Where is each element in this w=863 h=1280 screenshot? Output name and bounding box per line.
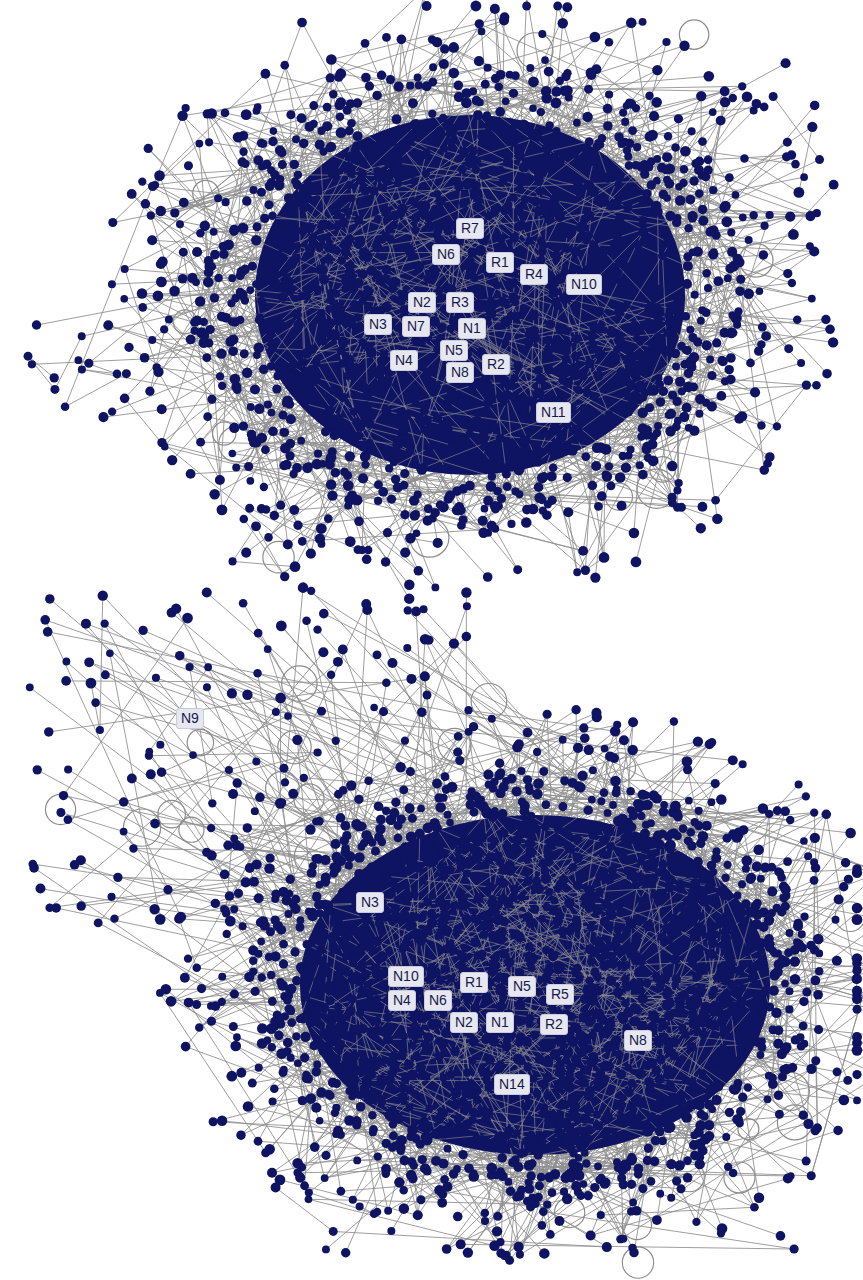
network-figure: R7N6R1R4N10N2R3N7N3N1N5N4N8R2N11N9N3N10R… xyxy=(0,0,863,1280)
